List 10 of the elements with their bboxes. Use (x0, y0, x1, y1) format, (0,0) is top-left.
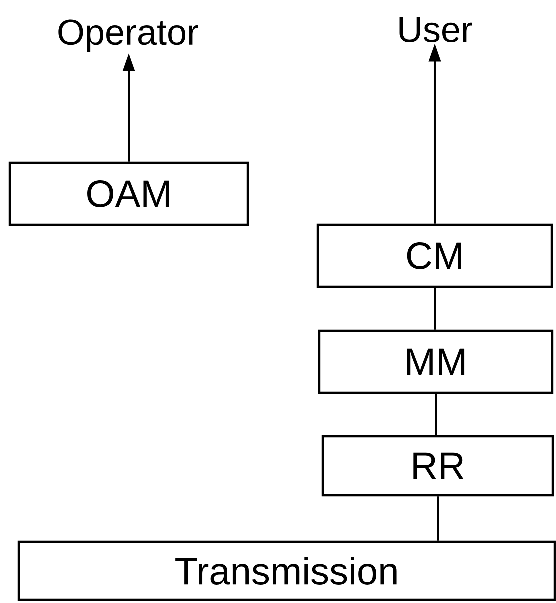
layer-box: MM (318, 330, 554, 394)
connector-line (435, 394, 437, 436)
layer-box: RR (322, 435, 554, 497)
node-label: Operator (58, 20, 198, 52)
node-label: User (400, 17, 472, 43)
layer-box: Transmission (18, 540, 556, 602)
connector-line (437, 496, 439, 541)
layer-box: OAM (8, 162, 250, 226)
layer-box: CM (316, 224, 554, 288)
connector-line (434, 288, 436, 330)
